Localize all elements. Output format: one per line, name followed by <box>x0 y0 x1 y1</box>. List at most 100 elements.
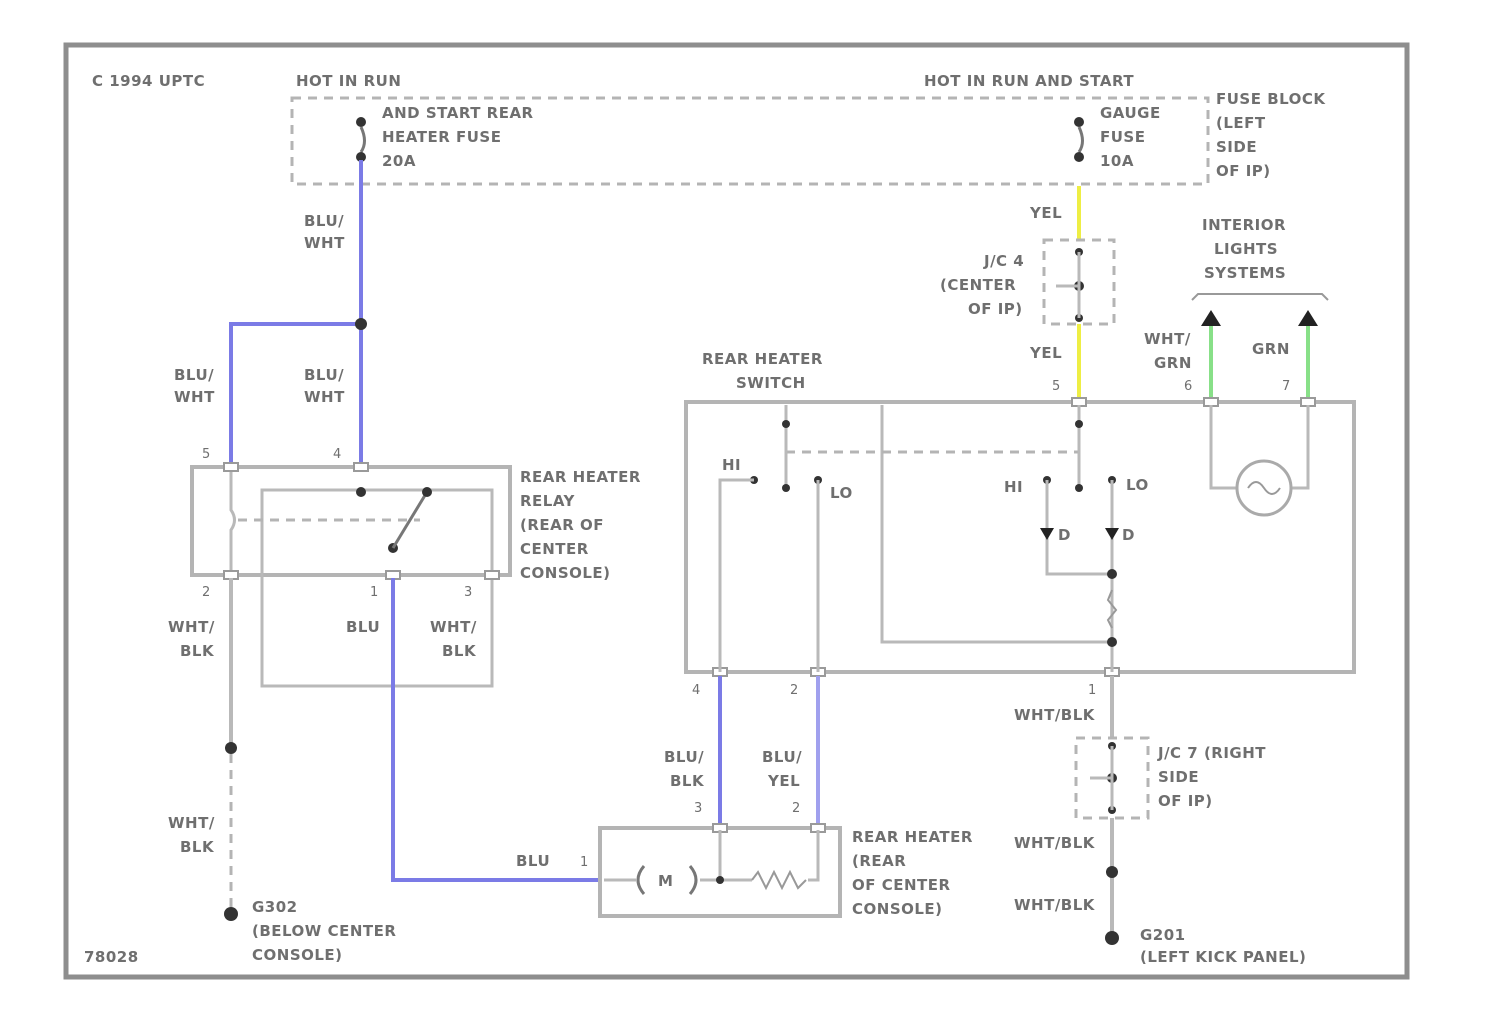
relay-label-2: RELAY <box>520 492 576 510</box>
fuse-label-line3: 20A <box>382 152 416 170</box>
wire-label-yel-top: YEL <box>1029 204 1062 222</box>
fuse-block-line3: SIDE <box>1216 138 1257 156</box>
wire-relay-to-motor <box>393 578 598 880</box>
wire-label-wht-blk-relay-1: WHT/ <box>430 618 477 636</box>
ground-g302-label: G302 (BELOW CENTER CONSOLE) <box>252 898 396 964</box>
switch-pin-2: 2 <box>790 683 798 698</box>
jc4-label: J/C 4 (CENTER OF IP) <box>940 252 1024 318</box>
hot-in-run-label: HOT IN RUN <box>296 72 401 90</box>
relay-label-1: REAR HEATER <box>520 468 641 486</box>
fuse-block-line1: FUSE BLOCK <box>1216 90 1326 108</box>
switch-pin-5: 5 <box>1052 379 1060 394</box>
g302-line1: G302 <box>252 898 298 916</box>
wire-label-wht-blk-r1: WHT/BLK <box>1014 706 1096 724</box>
wire-label-wht-blk-lower-2: BLK <box>180 838 215 856</box>
gauge-fuse: GAUGE FUSE 10A <box>1074 104 1161 170</box>
relay-pin-1: 1 <box>370 585 378 600</box>
motor-pin-1: 1 <box>580 855 588 870</box>
wire-label-yel-bottom: YEL <box>1029 344 1062 362</box>
switch-pin-7: 7 <box>1282 379 1290 394</box>
wire-label-blu-wht-top-1: BLU/ <box>304 212 344 230</box>
fuse-block-line2: (LEFT <box>1216 114 1266 132</box>
wire-label-blu-wht-left-1: BLU/ <box>174 366 214 384</box>
arrow-up-icon <box>1201 310 1221 326</box>
switch-lo-right: LO <box>1126 476 1149 494</box>
switch-hi-right: HI <box>1004 478 1023 496</box>
g201-line1: G201 <box>1140 926 1186 944</box>
jc4-line1: J/C 4 <box>983 252 1024 270</box>
interior-lights-line3: SYSTEMS <box>1204 264 1286 282</box>
motor-pin-2: 2 <box>792 801 800 816</box>
interior-lights-line2: LIGHTS <box>1214 240 1278 258</box>
wire-label-blu-wht-left-2: WHT <box>174 388 215 406</box>
g302-line3: CONSOLE) <box>252 946 343 964</box>
wire-label-blu-motor: BLU <box>516 852 550 870</box>
relay-pin-4: 4 <box>333 447 341 462</box>
g201-line2: (LEFT KICK PANEL) <box>1140 948 1306 966</box>
fuse-label-line1: AND START REAR <box>382 104 534 122</box>
switch-lo-left: LO <box>830 484 853 502</box>
jc4-line2: (CENTER <box>940 276 1016 294</box>
jc4-line3: OF IP) <box>968 300 1023 318</box>
motor-pin-3: 3 <box>694 801 702 816</box>
relay-label-5: CONSOLE) <box>520 564 611 582</box>
relay-label-3: (REAR OF <box>520 516 604 534</box>
motor-symbol: M <box>658 872 673 890</box>
relay-label-4: CENTER <box>520 540 589 558</box>
ground-g201-label: G201 (LEFT KICK PANEL) <box>1140 926 1306 966</box>
switch-pin-1: 1 <box>1088 683 1096 698</box>
wire-label-wht-grn-2: GRN <box>1154 354 1192 372</box>
copyright-text: C 1994 UPTC <box>92 72 205 90</box>
wire-label-wht-blk-r2: WHT/BLK <box>1014 834 1096 852</box>
relay-pin-3: 3 <box>464 585 472 600</box>
rear-heater-fuse: AND START REAR HEATER FUSE 20A <box>356 104 534 170</box>
gauge-fuse-line2: FUSE <box>1100 128 1145 146</box>
interior-lights-bracket <box>1192 294 1328 300</box>
wire-label-wht-blk-left-2: BLK <box>180 642 215 660</box>
rear-heater-motor: M <box>600 824 840 916</box>
wire-label-wht-grn-1: WHT/ <box>1144 330 1191 348</box>
switch-label-1: REAR HEATER <box>702 350 823 368</box>
wire-label-blu-wht-mid-1: BLU/ <box>304 366 344 384</box>
fuse-block-line4: OF IP) <box>1216 162 1271 180</box>
interior-lights-label: INTERIOR LIGHTS SYSTEMS <box>1202 216 1286 282</box>
fuse-label-line2: HEATER FUSE <box>382 128 501 146</box>
wire-label-blu-relay: BLU <box>346 618 380 636</box>
switch-label-2: SWITCH <box>736 374 806 392</box>
switch-hi-left: HI <box>722 456 741 474</box>
motor-label-3: OF CENTER <box>852 876 951 894</box>
wire-label-blu-blk-2: BLK <box>670 772 705 790</box>
wire-label-blu-wht-top-2: WHT <box>304 234 345 252</box>
arrow-up-icon <box>1298 310 1318 326</box>
rear-heater-switch-label: REAR HEATER SWITCH <box>702 350 823 392</box>
wire-label-blu-blk-1: BLU/ <box>664 748 704 766</box>
interior-lights-line1: INTERIOR <box>1202 216 1286 234</box>
wire-label-blu-yel-2: YEL <box>767 772 800 790</box>
ground-g201 <box>1105 931 1119 945</box>
motor-label-2: (REAR <box>852 852 906 870</box>
gauge-fuse-line1: GAUGE <box>1100 104 1161 122</box>
wire-label-blu-yel-1: BLU/ <box>762 748 802 766</box>
junction-jc7 <box>1076 738 1148 818</box>
wire-label-blu-wht-mid-2: WHT <box>304 388 345 406</box>
switch-diode-2: D <box>1122 526 1135 544</box>
wire-label-wht-blk-lower-1: WHT/ <box>168 814 215 832</box>
motor-label-4: CONSOLE) <box>852 900 943 918</box>
jc7-line2: SIDE <box>1158 768 1199 786</box>
figure-id: 78028 <box>84 948 139 966</box>
fuse-block-label: FUSE BLOCK (LEFT SIDE OF IP) <box>1216 90 1326 180</box>
gauge-fuse-line3: 10A <box>1100 152 1134 170</box>
wire-label-grn: GRN <box>1252 340 1290 358</box>
g302-line2: (BELOW CENTER <box>252 922 396 940</box>
relay-pin-5: 5 <box>202 447 210 462</box>
wire-label-wht-blk-relay-2: BLK <box>442 642 477 660</box>
hot-in-run-and-start-label: HOT IN RUN AND START <box>924 72 1134 90</box>
switch-pin-4: 4 <box>692 683 700 698</box>
relay-pin-2: 2 <box>202 585 210 600</box>
jc7-line1: J/C 7 (RIGHT <box>1157 744 1266 762</box>
jc7-label: J/C 7 (RIGHT SIDE OF IP) <box>1157 744 1266 810</box>
switch-pin-6: 6 <box>1184 379 1192 394</box>
motor-label-1: REAR HEATER <box>852 828 973 846</box>
rear-heater-switch <box>686 398 1354 676</box>
